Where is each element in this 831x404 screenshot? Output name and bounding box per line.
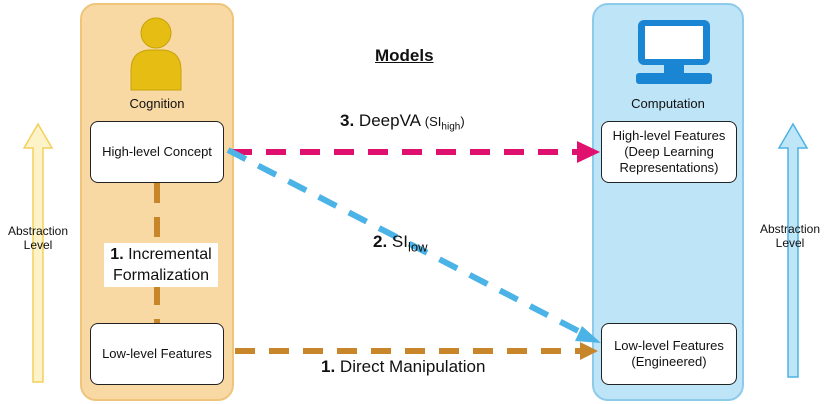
high-level-features-box: High-level Features (Deep Learning Repre… xyxy=(601,121,737,183)
silow-sub: low xyxy=(407,239,428,255)
direct-number: 1. xyxy=(321,357,336,376)
abstraction-level-right: Abstraction Level xyxy=(752,222,828,250)
incremental-line1: Incremental xyxy=(128,246,212,263)
abstraction-level-left: Abstraction Level xyxy=(0,224,76,252)
diagram-title: Models xyxy=(375,46,434,65)
computer-icon xyxy=(636,20,712,84)
deepva-sub: high xyxy=(441,121,461,133)
engineered-features-line2: (Engineered) xyxy=(631,354,707,369)
computation-label: Computation xyxy=(631,96,705,111)
high-level-concept-label: High-level Concept xyxy=(102,144,212,159)
abstraction-right-line2: Level xyxy=(775,236,805,250)
direct-manipulation-label: 1. Direct Manipulation xyxy=(321,357,485,377)
incremental-number: 1. xyxy=(110,246,124,263)
high-level-features-line3: Representations) xyxy=(619,160,719,175)
deepva-paren-close: ) xyxy=(460,114,465,129)
abstraction-left-line1: Abstraction xyxy=(7,224,69,238)
direct-manipulation-arrowhead xyxy=(580,342,598,360)
deepva-si: (SI xyxy=(424,114,442,129)
low-level-features-box: Low-level Features xyxy=(90,323,224,385)
cognition-label: Cognition xyxy=(129,96,185,111)
high-level-concept-box: High-level Concept xyxy=(90,121,224,183)
incremental-formalization-label: 1. Incremental Formalization xyxy=(104,243,218,287)
low-level-features-label: Low-level Features xyxy=(102,346,212,361)
high-level-features-line2: (Deep Learning xyxy=(624,144,714,159)
abstraction-right-line1: Abstraction xyxy=(759,222,821,236)
incremental-line2: Formalization xyxy=(112,267,210,284)
deepva-number: 3. xyxy=(340,111,355,130)
abstraction-arrow-right xyxy=(777,122,809,378)
deepva-label: 3. DeepVA (SIhigh) xyxy=(340,111,465,133)
abstraction-arrow-left xyxy=(22,122,54,383)
silow-text: SI xyxy=(391,232,408,251)
abstraction-left-line2: Level xyxy=(23,238,53,252)
silow-label: 2. SIlow xyxy=(373,232,428,254)
silow-number: 2. xyxy=(373,232,388,251)
deepva-text: DeepVA xyxy=(358,111,421,130)
person-icon xyxy=(130,17,182,91)
high-level-features-line1: High-level Features xyxy=(612,128,726,143)
engineered-features-box: Low-level Features (Engineered) xyxy=(601,323,737,385)
direct-text: Direct Manipulation xyxy=(339,357,486,376)
engineered-features-line1: Low-level Features xyxy=(614,338,724,353)
deepva-arrowhead xyxy=(577,141,600,163)
silow-arrowhead xyxy=(575,326,601,343)
